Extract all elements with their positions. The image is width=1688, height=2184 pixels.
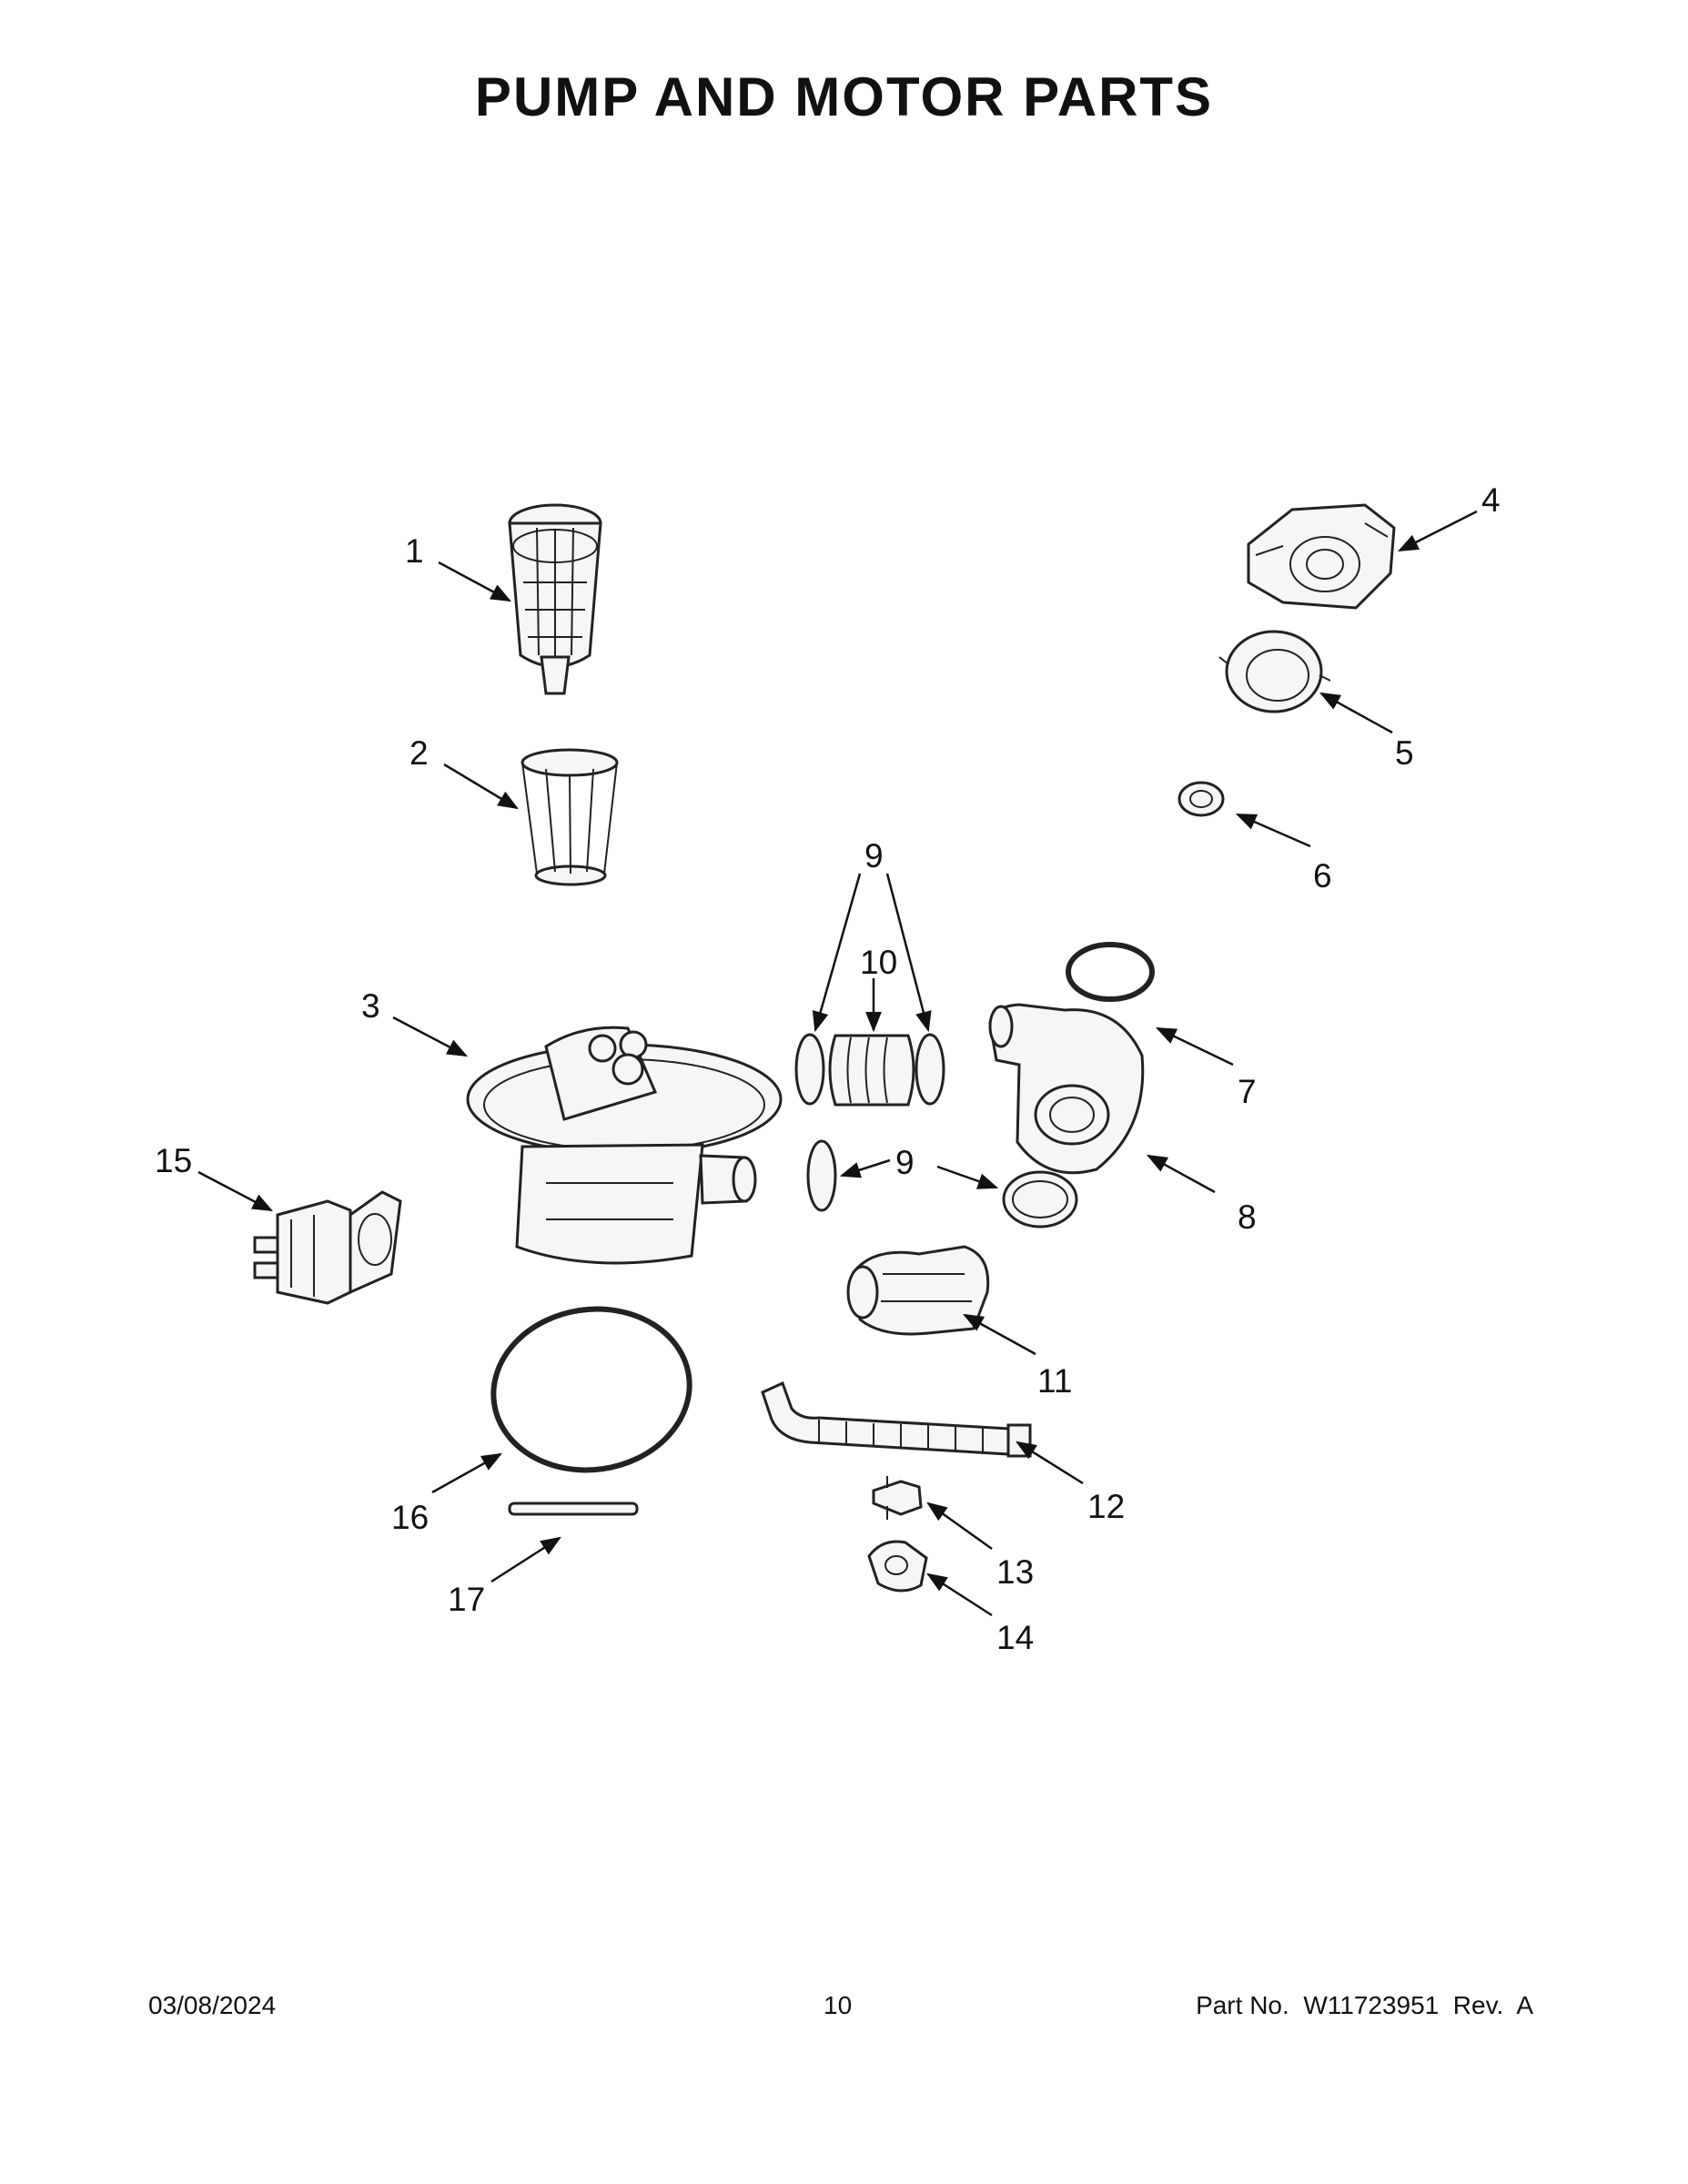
- part-15-drain-pump: [253, 1190, 402, 1305]
- part-5-pump-collar: [1218, 630, 1331, 713]
- callout-13: 13: [996, 1553, 1034, 1591]
- callout-3: 3: [361, 987, 380, 1025]
- footer-date: 03/08/2024: [148, 1991, 277, 2019]
- footer-part-number: Part No. W11723951 Rev. A: [1196, 1991, 1533, 2019]
- callout-1: 1: [405, 532, 424, 570]
- callout-16: 16: [391, 1499, 429, 1536]
- callout-5: 5: [1395, 734, 1414, 772]
- callout-12: 12: [1087, 1488, 1125, 1525]
- part-7-seal-ring: [1066, 942, 1155, 1002]
- leader-lines: [197, 510, 1478, 1617]
- part-3-sump: [466, 1026, 783, 1265]
- part-6-impeller: [1178, 781, 1225, 817]
- callout-14: 14: [996, 1619, 1034, 1656]
- part-17-tube: [508, 1502, 639, 1516]
- callout-11: 11: [1037, 1362, 1072, 1400]
- callout-10: 10: [860, 944, 897, 981]
- callout-9-top: 9: [864, 837, 884, 875]
- part-8-pump-volute: [988, 1003, 1145, 1175]
- part-1-filter-assembly: [508, 503, 602, 695]
- part-12-drain-hose: [761, 1380, 1032, 1458]
- footer-page-number: 10: [824, 1991, 853, 2019]
- callout-6: 6: [1313, 857, 1332, 895]
- callout-labels: 1 2 3 4 5 6 7 8 9 9 10 11 12 13 14 15 16…: [155, 481, 1501, 1656]
- callout-9-lower: 9: [895, 1144, 915, 1181]
- part-9-hose-clamps: [794, 1033, 1078, 1228]
- callout-8: 8: [1238, 1198, 1257, 1236]
- part-2-filter-screen: [521, 748, 619, 886]
- callout-2: 2: [409, 734, 429, 772]
- callout-15: 15: [155, 1142, 192, 1179]
- part-11-elbow-hose: [846, 1245, 990, 1336]
- part-14-sensor: [867, 1540, 928, 1592]
- part-10-coupler: [828, 1034, 915, 1107]
- page-title: PUMP AND MOTOR PARTS: [474, 66, 1214, 127]
- callout-7: 7: [1238, 1073, 1257, 1110]
- part-16-sump-gasket: [490, 1306, 692, 1473]
- part-4-pump-motor: [1247, 503, 1396, 610]
- part-13-check-valve: [872, 1476, 923, 1520]
- callout-4: 4: [1481, 481, 1501, 519]
- callout-17: 17: [448, 1581, 485, 1618]
